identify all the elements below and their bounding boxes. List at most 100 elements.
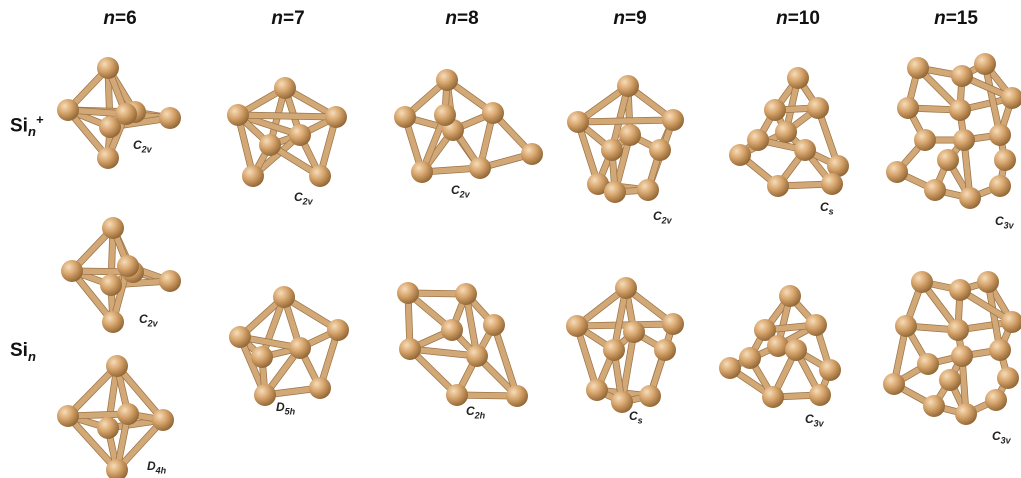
silicon-atom <box>623 321 645 343</box>
silicon-atom <box>586 379 608 401</box>
cluster-cation-n7-bond <box>235 112 339 120</box>
silicon-atom <box>601 139 623 161</box>
silicon-atom <box>764 99 786 121</box>
silicon-atom <box>289 337 311 359</box>
row-heading-cation: Sin+ <box>10 112 44 140</box>
silicon-atom <box>446 384 468 406</box>
silicon-atom <box>959 187 981 209</box>
silicon-atom <box>117 255 139 277</box>
silicon-atom <box>615 277 637 299</box>
silicon-atom <box>997 367 1019 389</box>
silicon-atom <box>99 116 121 138</box>
symmetry-label-neutral-n9: Cs <box>629 409 643 426</box>
cluster-neutral-n6-d4h-bond <box>114 417 166 473</box>
silicon-atom <box>754 319 776 341</box>
symmetry-label-neutral-n6-d4h: D4h <box>147 459 167 476</box>
silicon-atom <box>762 386 784 408</box>
silicon-atom <box>325 106 347 128</box>
symmetry-label-cation-n8: C2v <box>451 183 470 200</box>
silicon-atom <box>289 124 311 146</box>
cluster-neutral-n6-d4h-bonds <box>64 362 167 474</box>
silicon-atom <box>767 335 789 357</box>
column-heading-n7: n=7 <box>271 8 305 29</box>
silicon-atom <box>604 181 626 203</box>
silicon-atom <box>739 347 761 369</box>
cluster-neutral-n9-bond <box>574 323 600 393</box>
column-heading-n9: n=9 <box>613 8 647 29</box>
silicon-atom <box>61 260 83 282</box>
silicon-atom <box>97 417 119 439</box>
silicon-atom <box>767 175 789 197</box>
silicon-atom <box>914 129 936 151</box>
silicon-atom <box>411 161 433 183</box>
cluster-cation-n8-bonds <box>401 76 536 176</box>
column-heading-n15: n=15 <box>934 8 978 29</box>
silicon-atom <box>57 99 79 121</box>
silicon-atom <box>521 143 543 165</box>
silicon-atom <box>106 355 128 377</box>
cluster-cation-n9-atoms <box>567 75 684 203</box>
silicon-atom <box>951 345 973 367</box>
cluster-neutral-n9-atoms <box>566 277 684 413</box>
silicon-atom <box>102 217 124 239</box>
silicon-atom <box>309 377 331 399</box>
symmetry-label-neutral-n10: C3v <box>805 412 824 429</box>
silicon-atom <box>947 319 969 341</box>
silicon-atom <box>779 285 801 307</box>
silicon-atom <box>1001 87 1021 109</box>
silicon-atom <box>152 409 174 431</box>
silicon-atom <box>719 357 741 379</box>
silicon-atom <box>619 124 641 146</box>
silicon-atom <box>469 157 491 179</box>
silicon-atom <box>637 179 659 201</box>
cluster-neutral-n7-atoms <box>229 286 349 406</box>
cluster-cation-n7-bonds <box>234 84 340 180</box>
cluster-neutral-n6-d4h-bond <box>65 363 120 419</box>
cluster-cation-n15-atoms <box>886 53 1021 209</box>
silicon-atom <box>917 353 939 375</box>
silicon-atom <box>57 405 79 427</box>
symmetry-label-cation-n7: C2v <box>294 190 313 207</box>
silicon-atom <box>985 389 1007 411</box>
cluster-neutral-n10-atoms <box>719 285 841 408</box>
silicon-atom <box>397 282 419 304</box>
silicon-atom <box>747 129 769 151</box>
cluster-neutral-n8-bonds <box>404 289 521 400</box>
silicon-atom <box>794 139 816 161</box>
silicon-atom <box>259 134 281 156</box>
symmetry-label-neutral-n6-c2v: C2v <box>139 312 158 329</box>
symmetry-label-cation-n6: C2v <box>133 138 152 155</box>
silicon-atom <box>159 107 181 129</box>
silicon-atom <box>97 147 119 169</box>
silicon-atom <box>989 339 1011 361</box>
silicon-atom <box>274 77 296 99</box>
silicon-atom <box>229 326 251 348</box>
silicon-atom <box>1001 311 1021 333</box>
silicon-atom <box>115 103 137 125</box>
silicon-atom <box>907 57 929 79</box>
silicon-atom <box>254 384 276 406</box>
silicon-atom <box>662 313 684 335</box>
silicon-atom <box>955 403 977 425</box>
silicon-atom <box>897 97 919 119</box>
cluster-neutral-n6-d4h-atoms <box>57 355 174 478</box>
silicon-atom <box>974 53 996 75</box>
silicon-atom <box>895 315 917 337</box>
silicon-atom <box>309 165 331 187</box>
cluster-neutral-n8-bond <box>407 346 480 359</box>
silicon-atom <box>242 165 264 187</box>
silicon-atom <box>483 314 505 336</box>
silicon-atom <box>434 104 456 126</box>
silicon-atom <box>949 99 971 121</box>
silicon-atom <box>886 161 908 183</box>
silicon-atom <box>809 384 831 406</box>
silicon-atom <box>327 319 349 341</box>
silicon-atom <box>649 139 671 161</box>
cluster-cation-n6-atoms <box>57 57 181 169</box>
silicon-atom <box>159 270 181 292</box>
cluster-neutral-n8-atoms <box>397 282 528 407</box>
cluster-cation-n15-bond <box>982 61 1003 138</box>
silicon-atom <box>883 373 905 395</box>
